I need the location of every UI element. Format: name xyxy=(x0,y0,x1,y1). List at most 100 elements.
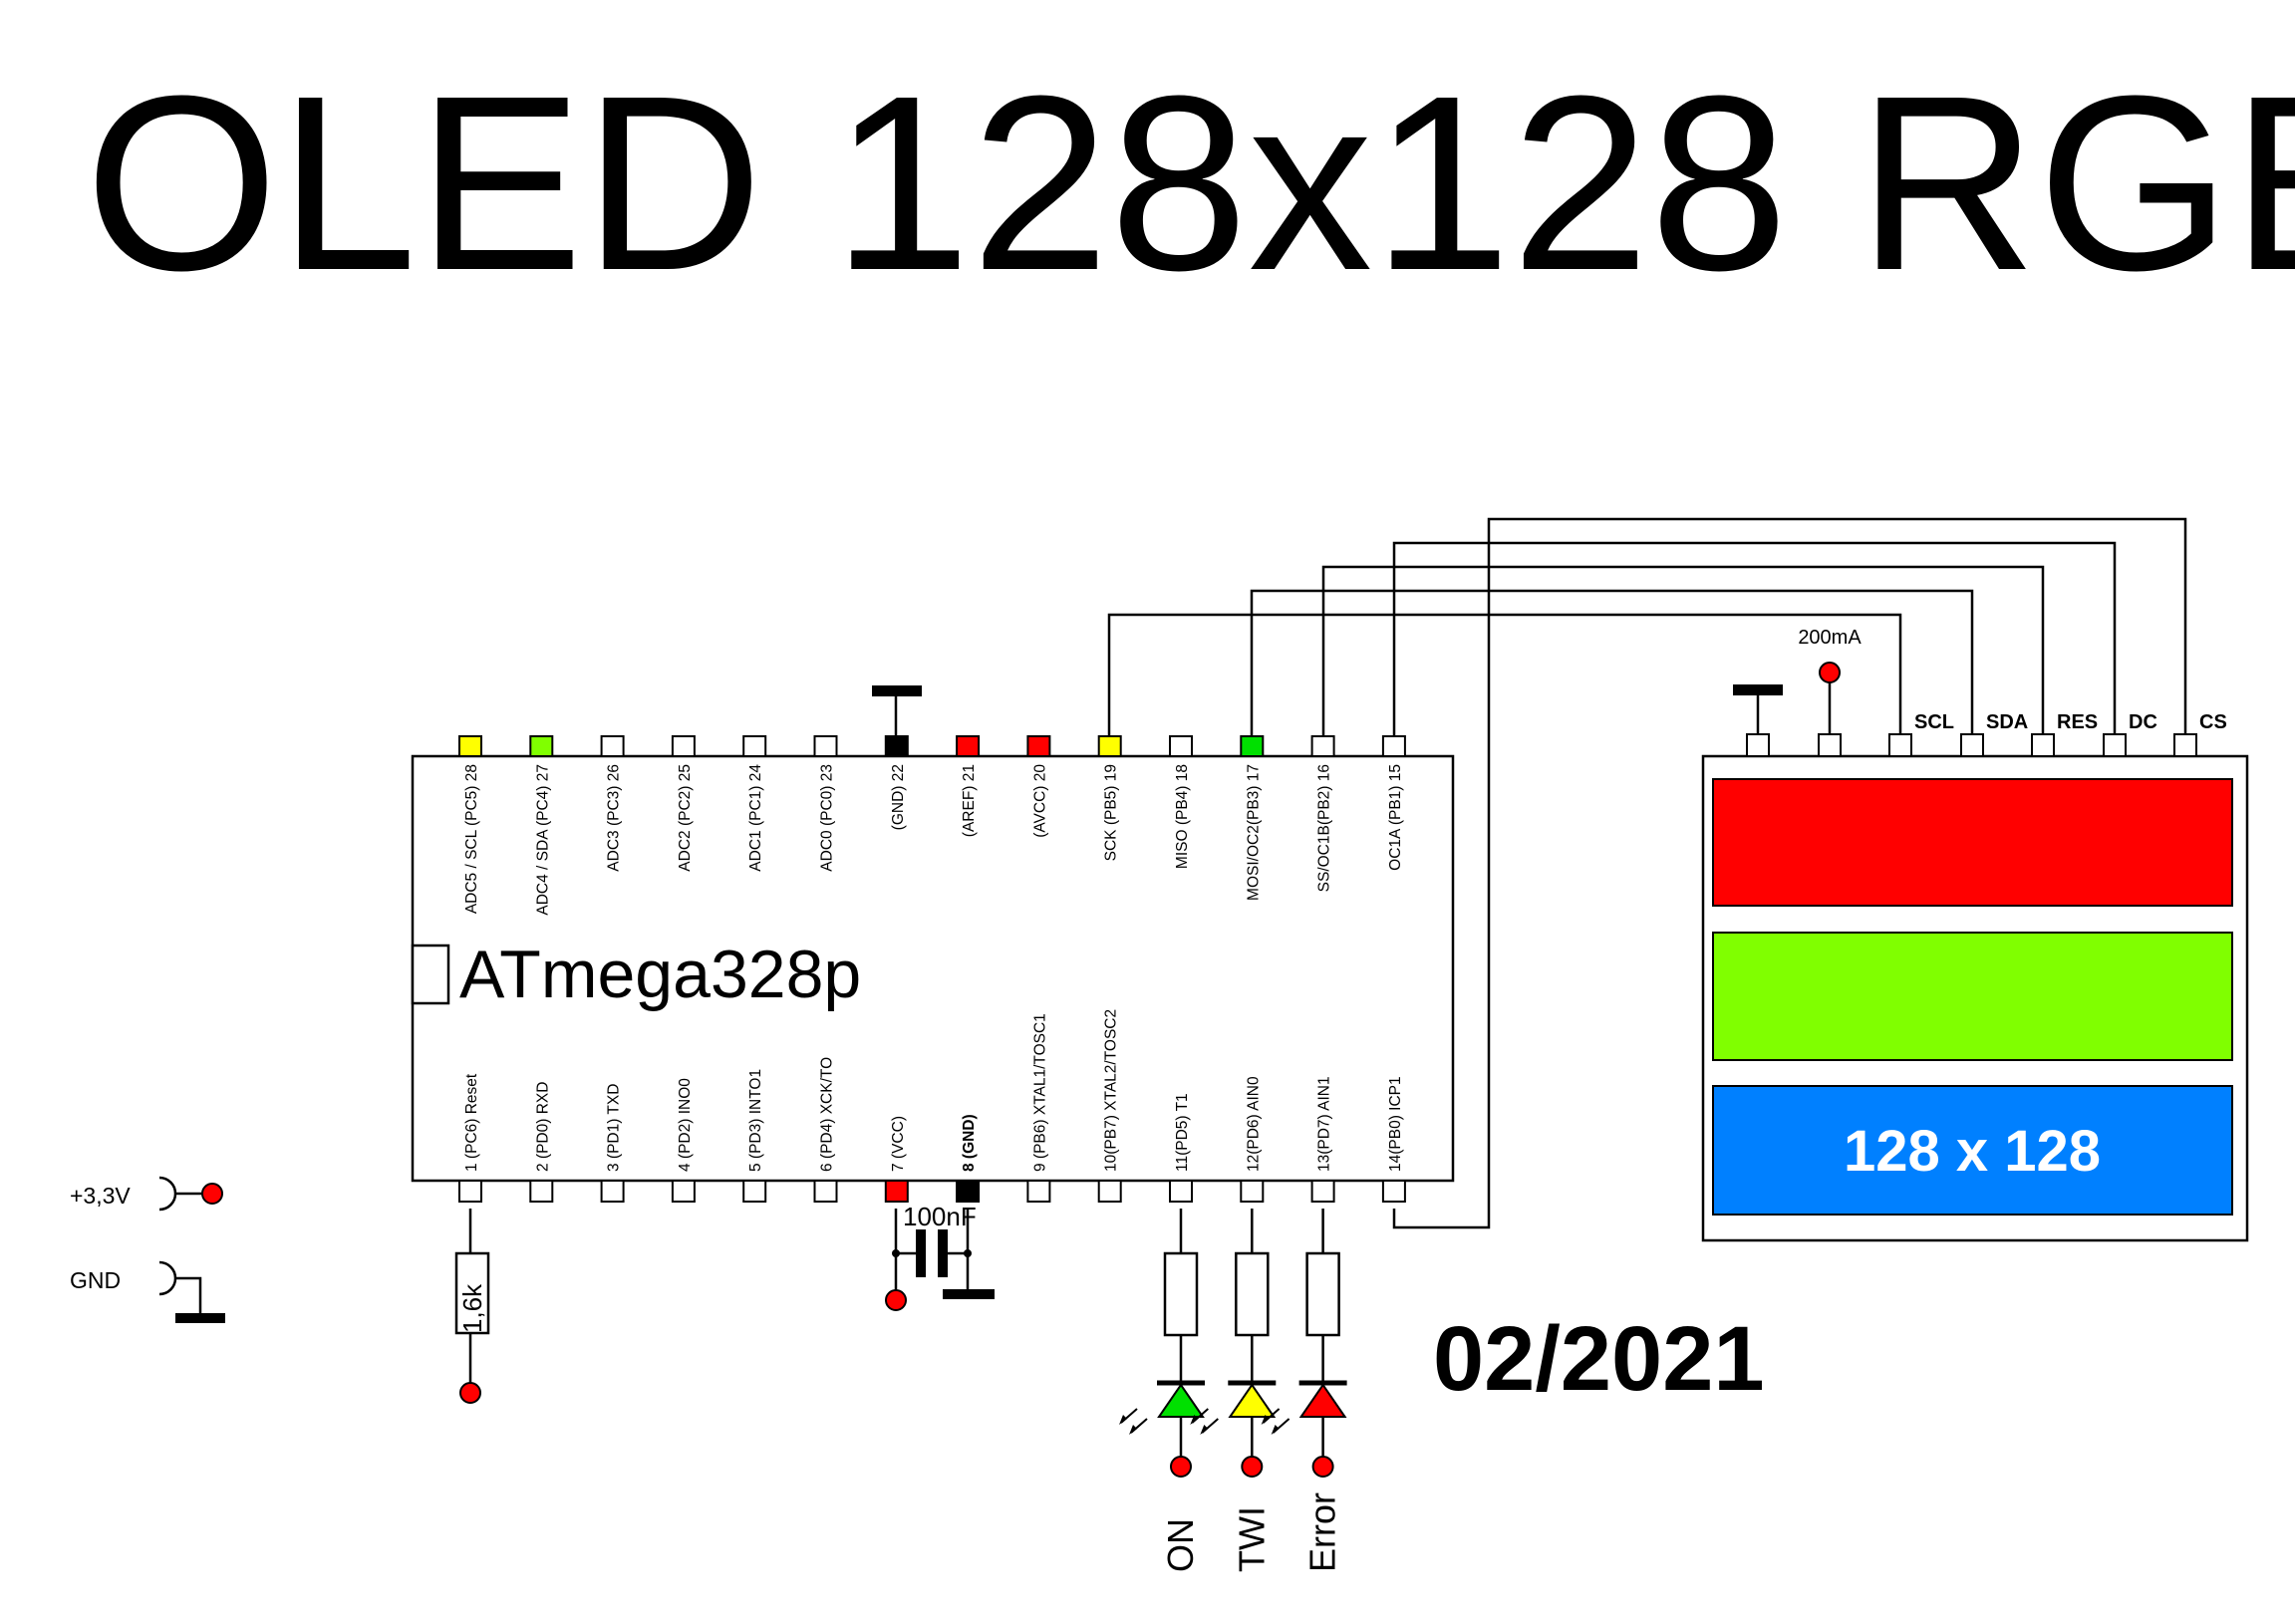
gnd-legend-label: GND xyxy=(70,1267,121,1293)
chip-top-pin-label: (AVCC) 20 xyxy=(1031,764,1048,838)
chip-bottom-pin xyxy=(956,1180,981,1203)
chip-bottom-pin xyxy=(1381,1180,1406,1203)
vcc-terminal-icon xyxy=(885,1289,907,1311)
atmega328p-chip: ATmega328p xyxy=(411,754,1455,1183)
led-terminal-icon xyxy=(1311,1456,1334,1478)
chip-name: ATmega328p xyxy=(459,937,861,1012)
chip-top-pin-label: (AREF) 21 xyxy=(961,764,978,837)
chip-top-pin xyxy=(1097,735,1122,757)
led-on: ON xyxy=(1119,1209,1205,1572)
gnd-connector-icon xyxy=(158,1260,177,1296)
led-terminal-icon xyxy=(1241,1456,1264,1478)
chip-top-pin xyxy=(813,735,838,757)
chip-bottom-pin xyxy=(1240,1180,1265,1203)
display-header-pins: SCL SDA RES DC CS xyxy=(1746,711,2227,757)
chip-bottom-pin xyxy=(1169,1180,1193,1203)
vcc-connector-icon xyxy=(158,1176,177,1212)
chip-bottom-pin xyxy=(1097,1180,1122,1203)
display-vcc-terminal-icon xyxy=(1819,662,1841,683)
vcc-legend-terminal-icon xyxy=(201,1183,223,1205)
chip-top-pin xyxy=(1169,735,1193,757)
chip-bottom-pin-label: 9 (PB6) XTAL1/TOSC1 xyxy=(1031,1013,1048,1172)
chip-bottom-pin xyxy=(813,1180,838,1203)
display-header-label: RES xyxy=(2057,711,2098,733)
display-red-band xyxy=(1712,778,2233,907)
led-label: Error xyxy=(1302,1492,1343,1572)
chip-top-pin xyxy=(600,735,625,757)
chip-top-pin xyxy=(529,735,554,757)
display-header-pin xyxy=(2173,733,2197,757)
display-green-band xyxy=(1712,932,2233,1061)
led-diode-icon xyxy=(1228,1383,1277,1418)
chip-bottom-pin xyxy=(1310,1180,1335,1203)
chip-bottom-pin xyxy=(671,1180,696,1203)
display-blue-band xyxy=(1712,1085,2233,1216)
led-indicators: ON TWI Error xyxy=(1119,1209,1347,1572)
led-resistor xyxy=(1235,1251,1270,1337)
pin22-ground-symbol xyxy=(872,685,922,737)
led-label: ON xyxy=(1160,1518,1201,1572)
display-header-label: SDA xyxy=(1986,711,2028,733)
chip-bottom-pin-label: 3 (PD1) TXD xyxy=(606,1084,623,1172)
chip-top-pin-label: ADC0 (PC0) 23 xyxy=(819,764,836,872)
chip-top-pin xyxy=(1381,735,1406,757)
chip-top-pin-label: (GND) 22 xyxy=(890,764,907,830)
led-error: Error xyxy=(1261,1209,1347,1572)
chip-bottom-pin-label: 10(PB7) XTAL2/TOSC2 xyxy=(1103,1009,1120,1172)
chip-bottom-pin-label: 14(PB0) ICP1 xyxy=(1387,1076,1404,1172)
chip-top-pin-label: ADC4 / SDA (PC4) 27 xyxy=(534,764,551,916)
chip-bottom-pin-label: 5 (PD3) INTO1 xyxy=(747,1069,764,1172)
led-label: TWI xyxy=(1231,1506,1272,1572)
display-header-pin xyxy=(2103,733,2127,757)
display-current-label: 200mA xyxy=(1798,627,1862,649)
display-header-label: DC xyxy=(2129,711,2157,733)
led-terminal-icon xyxy=(1170,1456,1192,1478)
chip-top-pin-label: MOSI/OC2(PB3) 17 xyxy=(1245,764,1262,901)
chip-top-pin-label: ADC2 (PC2) 25 xyxy=(677,764,694,872)
vcc-legend-label: +3,3V xyxy=(70,1183,131,1209)
chip-bottom-pin-label: 6 (PD4) XCK/TO xyxy=(819,1057,836,1172)
capacitor-value: 100nF xyxy=(903,1202,977,1231)
chip-bottom-pin xyxy=(458,1180,482,1203)
chip-top-pin-label: ADC3 (PC3) 26 xyxy=(606,764,623,872)
chip-bottom-pin-label: 4 (PD2) INO0 xyxy=(677,1078,694,1172)
decoupling-capacitor: 100nF xyxy=(885,1202,995,1311)
display-header-pin xyxy=(1746,733,1770,757)
chip-bottom-pin-label: 2 (PD0) RXD xyxy=(534,1082,551,1172)
chip-top-pin xyxy=(742,735,767,757)
chip-bottom-pin xyxy=(600,1180,625,1203)
chip-top-pin-label: ADC5 / SCL (PC5) 28 xyxy=(463,764,480,914)
chip-top-pin xyxy=(956,735,981,757)
display-power-connections: 200mA xyxy=(1733,627,1862,734)
spi-wires xyxy=(1107,517,2187,1229)
chip-bottom-pin-label: 12(PD6) AIN0 xyxy=(1245,1076,1262,1172)
display-header-pin xyxy=(1888,733,1912,757)
reset-resistor: 1,6k xyxy=(454,1209,490,1404)
display-header-label: SCL xyxy=(1914,711,1954,733)
led-diode-icon xyxy=(1157,1383,1205,1418)
chip-top-pin-label: ADC1 (PC1) 24 xyxy=(747,764,764,872)
display-header-pin xyxy=(1960,733,1984,757)
led-resistor xyxy=(1163,1251,1199,1337)
chip-top-pin-label: MISO (PB4) 18 xyxy=(1174,764,1191,869)
reset-vcc-terminal-icon xyxy=(459,1382,481,1404)
diagram-title: OLED 128x128 RGB xyxy=(85,44,2295,322)
chip-top-pin xyxy=(458,735,482,757)
chip-top-pin xyxy=(1026,735,1051,757)
chip-top-pin xyxy=(671,735,696,757)
chip-bottom-pin xyxy=(884,1180,909,1203)
led-twi: TWI xyxy=(1190,1209,1277,1572)
chip-body xyxy=(411,754,1455,1183)
chip-bottom-pin-label: 13(PD7) AIN1 xyxy=(1316,1076,1333,1172)
display-header-label: CS xyxy=(2199,711,2227,733)
chip-top-pin xyxy=(1310,735,1335,757)
led-resistor xyxy=(1305,1251,1340,1337)
chip-top-pins: ADC5 / SCL (PC5) 28 ADC4 / SDA (PC4) 27 AD… xyxy=(458,735,1406,916)
chip-top-pin-label: OC1A (PB1) 15 xyxy=(1387,764,1404,871)
chip-top-pin-label: SS/OC1B(PB2) 16 xyxy=(1316,764,1333,892)
revision-date: 02/2021 xyxy=(1433,1308,1765,1410)
power-legend: +3,3V GND xyxy=(70,1176,225,1323)
chip-top-pin-label: SCK (PB5) 19 xyxy=(1103,764,1120,861)
